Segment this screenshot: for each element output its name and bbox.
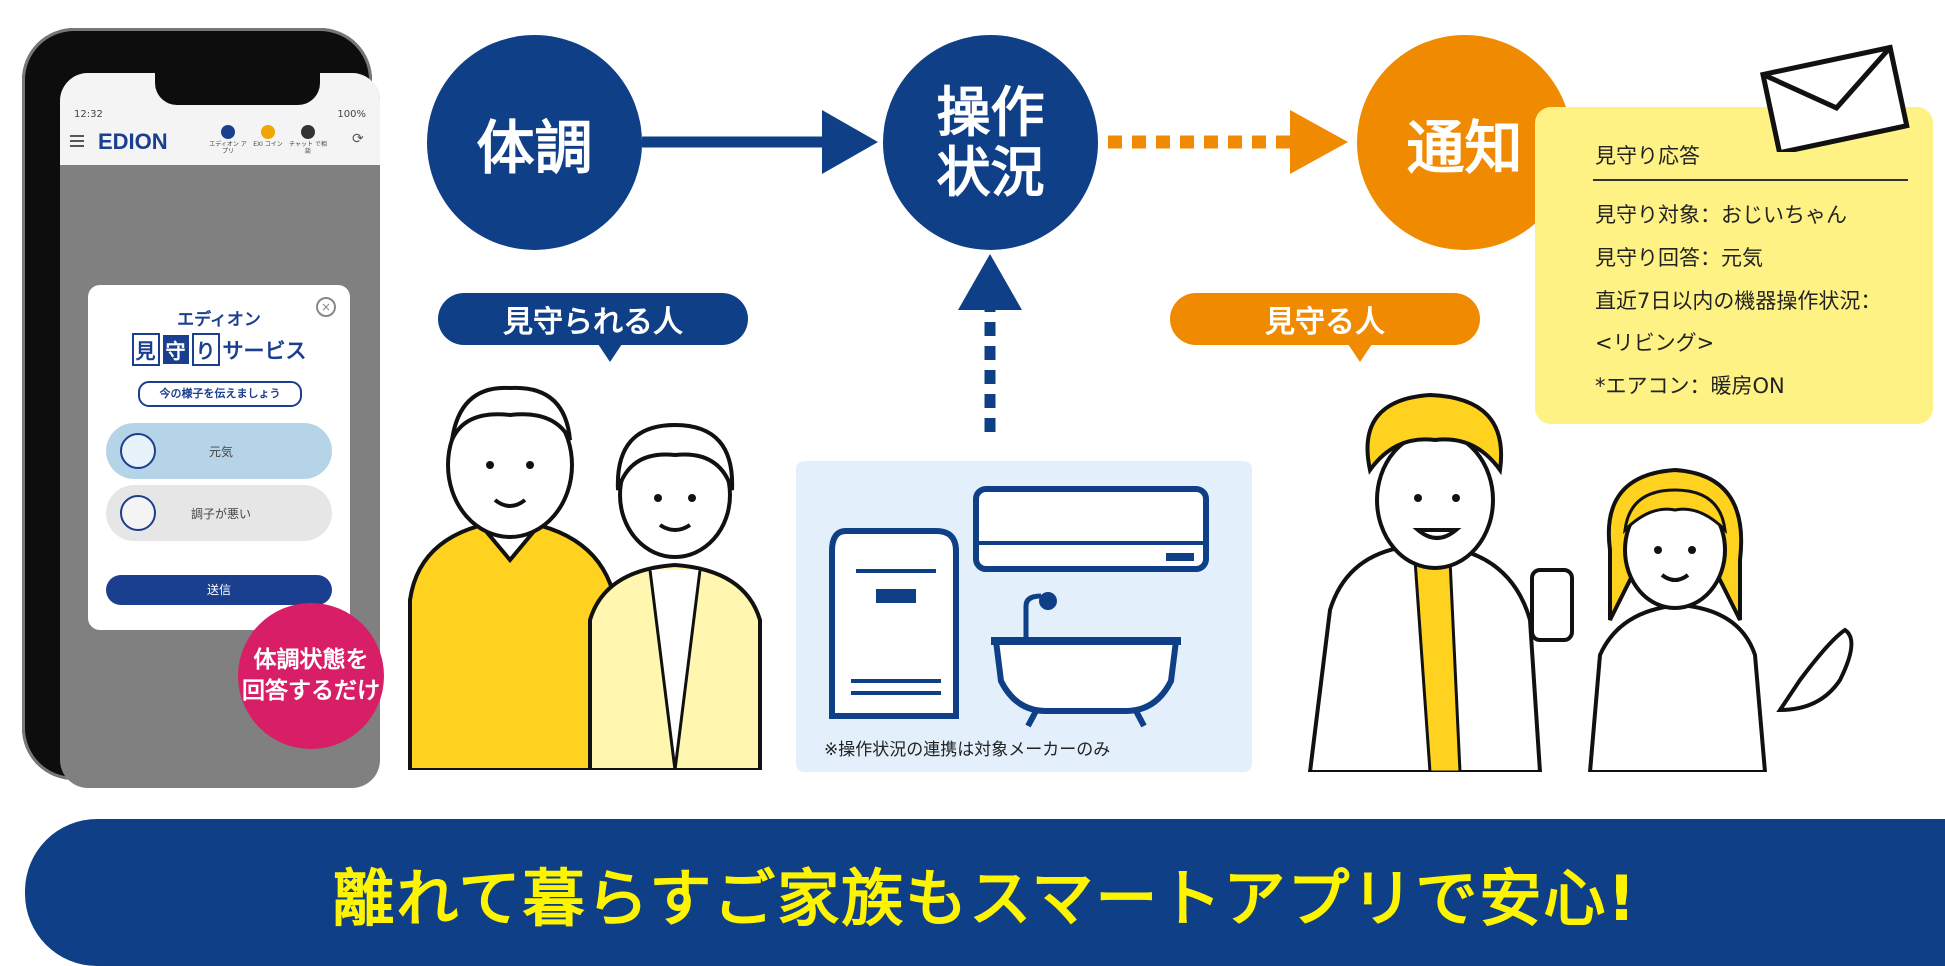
step-operation-line1: 操作	[936, 80, 1045, 144]
answer-only-bubble: 体調状態を 回答するだけ	[238, 603, 384, 749]
mascot-icon	[120, 433, 156, 469]
option-bad-button[interactable]: 調子が悪い	[106, 485, 332, 541]
option-good-label: 元気	[208, 444, 233, 459]
phone-notch	[155, 73, 320, 105]
watcher-tag-tail	[1348, 344, 1372, 362]
watched-person-label: 見守られる人	[503, 305, 683, 340]
step-health-label: 体調	[476, 113, 593, 182]
dialog-prompt: 今の様子を伝えましょう	[138, 381, 302, 407]
title-box-3: り	[191, 333, 220, 366]
bubble-line-1: 体調状態を	[253, 647, 369, 673]
dotted-arrow-icon	[1108, 110, 1348, 174]
mascot-icon	[120, 495, 156, 531]
smartphone: 12:32 100% EDION エディオン アプリ EXI コイン チャット …	[22, 28, 380, 788]
notification-line: 見守り回答：元気	[1595, 246, 1763, 270]
status-battery: 100%	[337, 109, 366, 120]
refresh-icon[interactable]: ⟳	[352, 131, 364, 147]
family-watchers-illustration	[1307, 392, 1854, 772]
notification-title: 見守り応答	[1595, 144, 1700, 168]
up-dotted-arrow-icon	[958, 254, 1022, 432]
title-rest: サービス	[222, 338, 307, 363]
watcher-tag: 見守る人	[1170, 293, 1480, 345]
step-health-circle: 体調	[427, 35, 642, 250]
appliances-illustration	[829, 486, 1209, 728]
appliances-panel: ※操作状況の連携は対象メーカーのみ	[796, 461, 1252, 772]
envelope-icon	[1759, 44, 1910, 152]
submit-button[interactable]: 送信	[106, 575, 332, 605]
option-good-button[interactable]: 元気	[106, 423, 332, 479]
watched-tag-tail	[598, 344, 622, 362]
smartphone-icon	[1530, 568, 1574, 642]
water-heater-icon	[829, 528, 959, 719]
coin-shortcut-label: EXI コイン	[253, 141, 283, 148]
app-header: 12:32 100% EDION エディオン アプリ EXI コイン チャット …	[60, 73, 380, 165]
bottom-banner: 離れて暮らすご家族もスマートアプリで安心!	[25, 819, 1945, 966]
bubble-line-2: 回答するだけ	[242, 678, 380, 704]
notification-divider	[1593, 179, 1908, 181]
app-icon	[221, 125, 235, 139]
notification-card: 見守り応答 見守り対象：おじいちゃん 見守り回答：元気 直近7日以内の機器操作状…	[1535, 107, 1933, 424]
dialog-brand: エディオン	[177, 310, 261, 330]
notification-line: 見守り対象：おじいちゃん	[1595, 203, 1847, 227]
app-shortcut-label: エディオン アプリ	[209, 141, 247, 155]
hamburger-menu-icon[interactable]	[70, 135, 84, 150]
option-bad-label: 調子が悪い	[190, 506, 251, 521]
close-icon[interactable]: ×	[316, 297, 336, 317]
mimamori-dialog: × エディオン 見 守 り サービス 今の様子を伝えましょう 元気 調子が悪い …	[88, 285, 350, 630]
elderly-couple-illustration	[408, 385, 762, 770]
notification-line: *エアコン：暖房ON	[1595, 374, 1785, 398]
banner-text: 離れて暮らすご家族もスマートアプリで安心!	[332, 861, 1638, 935]
appliance-note: ※操作状況の連携は対象メーカーのみ	[824, 740, 1111, 760]
step-notify-label: 通知	[1406, 113, 1523, 182]
notification-line: 直近7日以内の機器操作状況：	[1595, 289, 1882, 313]
watcher-label: 見守る人	[1265, 305, 1385, 340]
bathtub-icon	[991, 592, 1181, 728]
watched-person-tag: 見守られる人	[438, 293, 748, 345]
notification-line: <リビング>	[1595, 331, 1715, 355]
step-operation-circle: 操作 状況	[883, 35, 1098, 250]
solid-arrow-icon	[642, 110, 878, 174]
chat-shortcut-button[interactable]: チャット で相談	[288, 125, 328, 155]
title-box-2: 守	[162, 335, 189, 364]
app-logo: EDION	[98, 129, 168, 154]
air-conditioner-icon	[973, 486, 1209, 572]
title-box-1: 見	[131, 333, 160, 366]
dialog-title: 見 守 り サービス	[108, 333, 330, 366]
coin-icon	[261, 125, 275, 139]
status-time: 12:32	[74, 109, 103, 120]
chat-shortcut-label: チャット で相談	[289, 141, 327, 155]
chat-icon	[301, 125, 315, 139]
phone-screen: 12:32 100% EDION エディオン アプリ EXI コイン チャット …	[60, 73, 380, 788]
step-operation-line2: 状況	[936, 140, 1045, 204]
app-shortcut-button[interactable]: エディオン アプリ	[208, 125, 248, 155]
coin-shortcut-button[interactable]: EXI コイン	[248, 125, 288, 148]
